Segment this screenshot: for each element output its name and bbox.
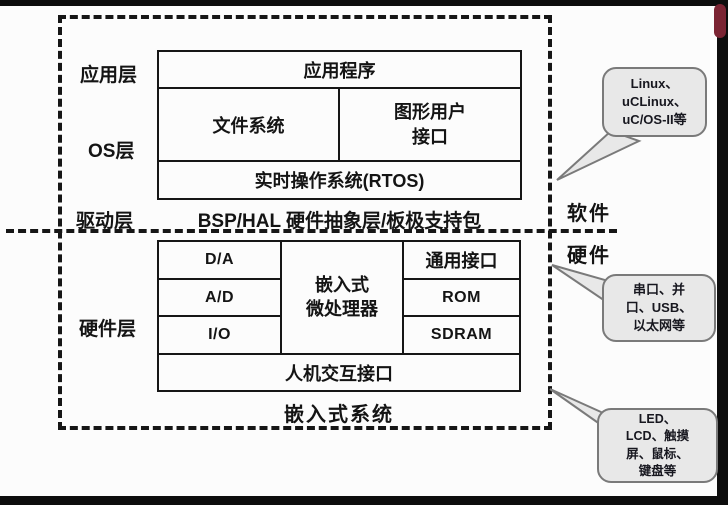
os-example-line2: uCLinux、 (622, 93, 687, 109)
label-bsp-hal: BSP/HAL 硬件抽象层/板极支持包 (197, 211, 482, 232)
top-frame-bar (0, 0, 728, 6)
cell-embedded-microprocessor: 嵌入式 微处理器 (306, 242, 378, 353)
right-edge-strip (717, 0, 728, 505)
cell-general-interface: 通用接口 (425, 250, 498, 271)
hardware-table: D/A A/D I/O 嵌入式 微处理器 通用接口 ROM SDRAM 人机交互… (157, 240, 521, 392)
cell-io: I/O (159, 315, 280, 353)
hmi-example-line4: 键盘等 (638, 464, 677, 478)
cell-gui: 图形用户 接口 (340, 89, 520, 160)
software-stack-table: 应用程序 文件系统 图形用户 接口 实时操作系统(RTOS) (157, 50, 522, 200)
callout-hmi-device-examples: LED、 LCD、触摸 屏、鼠标、 键盘等 (597, 408, 718, 483)
label-application-layer: 应用层 (80, 65, 138, 86)
bottom-frame-bar (0, 496, 728, 505)
label-software: 软件 (567, 203, 611, 225)
cell-human-machine-interface: 人机交互接口 (285, 363, 393, 384)
label-hardware-layer: 硬件层 (79, 319, 137, 340)
os-layer-row: 文件系统 图形用户 接口 (159, 89, 520, 162)
io-example-line1: 串口、并 (632, 281, 685, 297)
os-example-line3: uC/OS-II等 (622, 112, 687, 128)
label-driver-layer: 驱动层 (76, 211, 134, 232)
callout-os-examples: Linux、 uCLinux、 uC/OS-II等 (602, 67, 707, 137)
label-hardware: 硬件 (567, 245, 611, 267)
io-example-line2: 口、USB、 (625, 299, 693, 315)
io-example-line3: 以太网等 (632, 318, 685, 334)
cell-rtos: 实时操作系统(RTOS) (254, 171, 425, 191)
cpu-line2: 微处理器 (306, 298, 378, 319)
cell-file-system: 文件系统 (159, 89, 340, 160)
embedded-system-boundary-box (58, 15, 552, 430)
red-marker (714, 4, 726, 38)
hmi-example-line1: LED、 (638, 411, 677, 426)
hardware-col-memory: 通用接口 ROM SDRAM (404, 242, 519, 353)
caption-embedded-system: 嵌入式系统 (284, 404, 394, 426)
tail-os-callout (556, 129, 642, 181)
cpu-line1: 嵌入式 (315, 275, 369, 296)
cell-da: D/A (204, 250, 235, 268)
hmi-example-line2: LCD、触摸 (625, 429, 690, 443)
software-hardware-divider-line (6, 229, 617, 233)
hardware-grid: D/A A/D I/O 嵌入式 微处理器 通用接口 ROM SDRAM (159, 242, 519, 355)
cell-application-program: 应用程序 (159, 52, 520, 89)
callout-interface-examples: 串口、并 口、USB、 以太网等 (602, 274, 716, 342)
cell-rom: ROM (404, 277, 519, 316)
cell-ad: A/D (159, 277, 280, 316)
hmi-example-line3: 屏、鼠标、 (626, 446, 689, 461)
cell-sdram: SDRAM (404, 315, 519, 353)
os-example-line1: Linux、 (630, 75, 679, 91)
label-os-layer: OS层 (88, 141, 135, 162)
hardware-col-cpu: 嵌入式 微处理器 (282, 242, 404, 353)
gui-line2: 接口 (412, 126, 448, 147)
gui-line1: 图形用户 (394, 102, 466, 123)
hardware-col-converters: D/A A/D I/O (159, 242, 282, 353)
